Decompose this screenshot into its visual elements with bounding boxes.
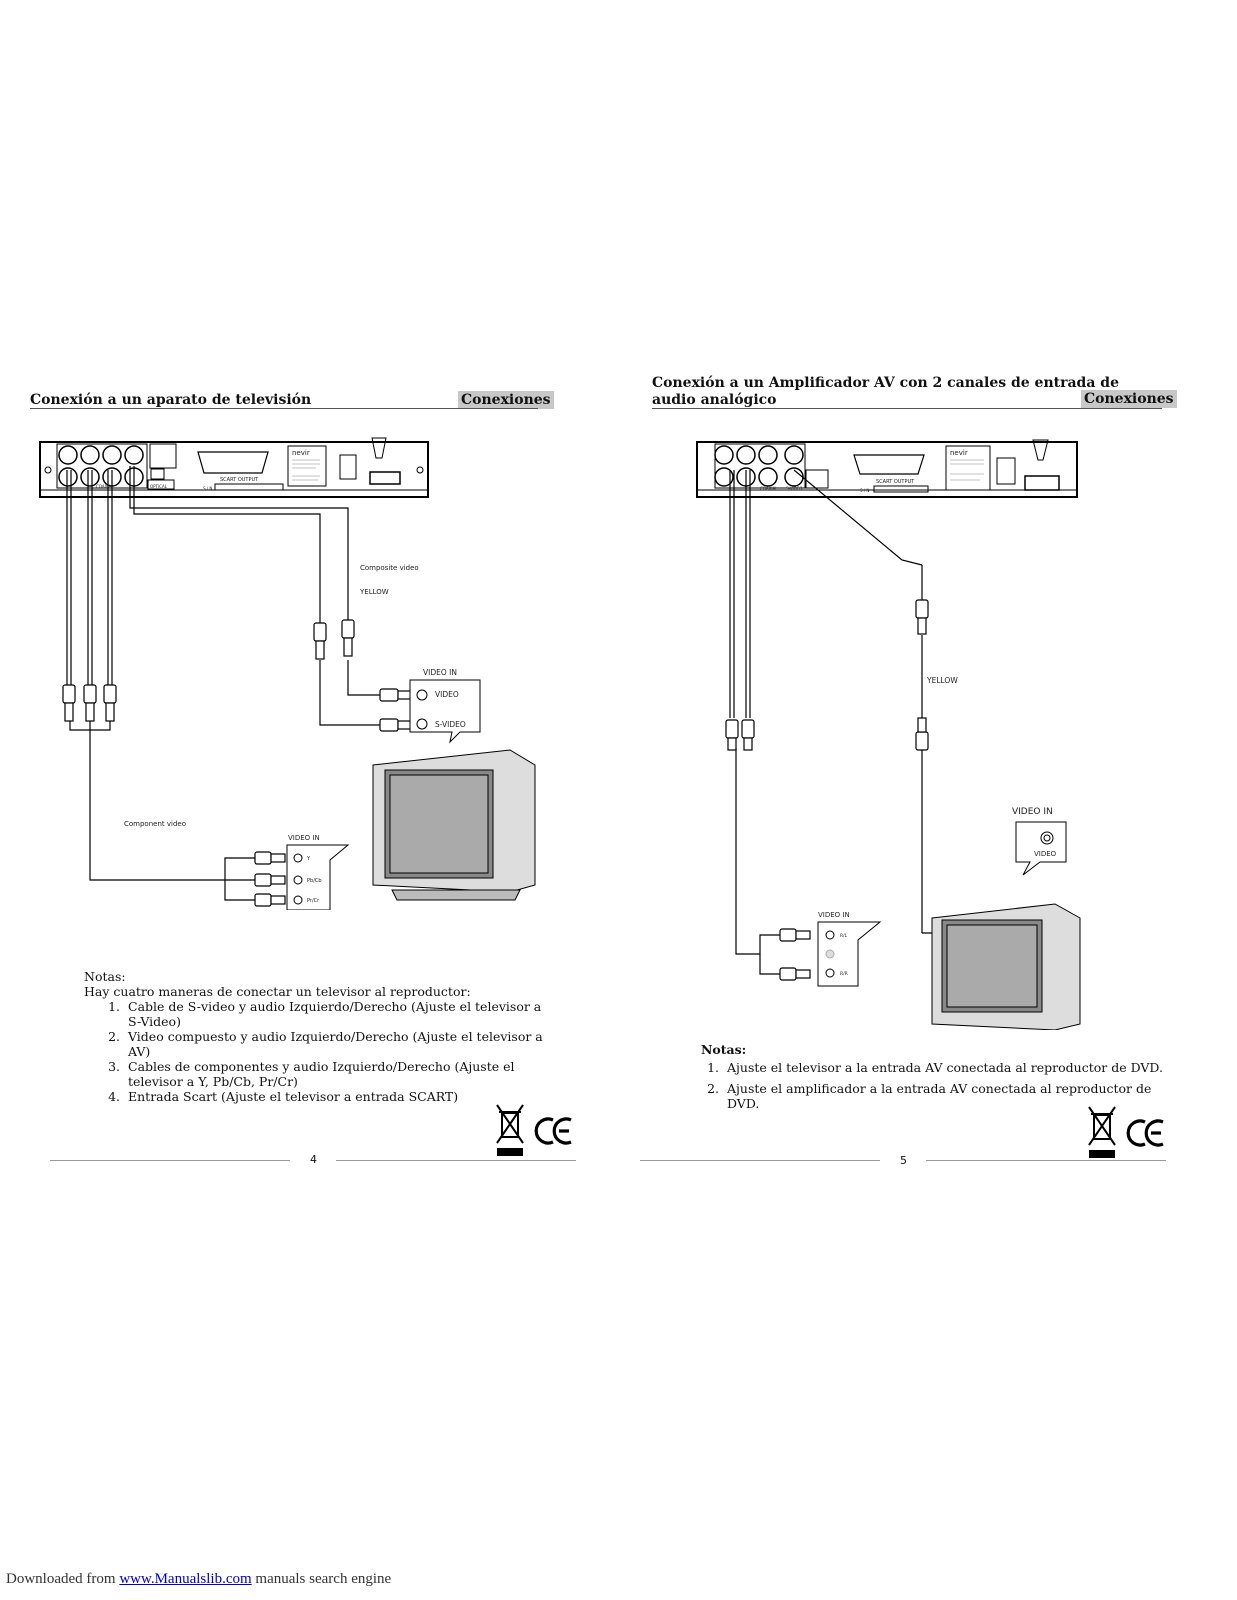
- left-page-number: 4: [310, 1153, 317, 1166]
- left-section-label: Conexiones: [458, 391, 554, 409]
- footer-suffix: manuals search engine: [251, 1571, 392, 1587]
- right-television-illustration: [931, 903, 1081, 1030]
- right-header-rule: [652, 408, 1162, 409]
- right-rca-plugs: [725, 599, 929, 981]
- left-composite-label: Composite video: [360, 564, 419, 572]
- left-footer-rule-b: [336, 1160, 576, 1161]
- right-section-label: Conexiones: [1081, 390, 1177, 408]
- manualslib-link[interactable]: www.Manualslib.com: [119, 1571, 252, 1587]
- right-sn-label: S / N: [860, 488, 869, 493]
- right-notes: Notas: Ajuste el televisor a la entrada …: [701, 1042, 1171, 1111]
- left-header-rule: [30, 408, 538, 409]
- right-note-item: Ajuste el amplificador a la entrada AV c…: [723, 1081, 1171, 1111]
- left-port-y: Y: [306, 856, 311, 862]
- left-component-in-box: VIDEO IN Y Pb/Cb Pr/Cr: [286, 834, 350, 910]
- right-footer-rule-a: [640, 1160, 880, 1161]
- right-coaxial-label: COAXIAL: [760, 486, 778, 491]
- left-compliance-marks: [496, 1104, 572, 1156]
- right-notes-list: Ajuste el televisor a la entrada AV cone…: [701, 1060, 1171, 1111]
- weee-bin-icon: [496, 1104, 524, 1156]
- weee-bin-icon: [1088, 1106, 1116, 1158]
- left-optical-label: OPTICAL: [150, 484, 168, 489]
- left-note-item: Entrada Scart (Ajuste el televisor a ent…: [124, 1089, 554, 1104]
- left-footer-rule-a: [50, 1160, 290, 1161]
- right-scart-label: SCART OUTPUT: [876, 479, 915, 485]
- left-notes-list: Cable de S-video y audio Izquierdo/Derec…: [84, 999, 554, 1104]
- right-notes-heading: Notas:: [701, 1042, 747, 1057]
- left-note-item: Cables de componentes y audio Izquierdo/…: [124, 1059, 554, 1089]
- right-tv-video-in-label: VIDEO IN: [1012, 807, 1053, 817]
- left-brand-label: nevir: [292, 449, 310, 457]
- right-cables: [729, 469, 1030, 975]
- right-amp-port-rl: R/L: [840, 933, 848, 939]
- left-cables: [66, 466, 380, 901]
- left-page-title: Conexión a un aparato de televisión: [30, 392, 312, 408]
- right-compliance-marks: [1088, 1106, 1164, 1158]
- left-sn-label: S / N: [203, 486, 212, 491]
- left-connection-diagram: COAXIAL OPTICAL SCART OUTPUT S / N nevir: [39, 437, 536, 910]
- left-component-label: Component video: [124, 820, 186, 828]
- right-brand-label: nevir: [950, 449, 968, 457]
- left-port-pb: Pb/Cb: [307, 878, 322, 884]
- dvd-back-panel: COAXIAL OPTICAL SCART OUTPUT S / N nevir: [39, 437, 429, 498]
- right-page-title-line1: Conexión a un Amplificador AV con 2 cana…: [652, 375, 1119, 391]
- left-port-pr: Pr/Cr: [307, 898, 320, 904]
- right-tv-video-in-callout: VIDEO IN VIDEO: [1012, 807, 1067, 876]
- left-component-video-in: VIDEO IN: [288, 834, 320, 842]
- right-amp-video-in-label: VIDEO IN: [818, 911, 850, 919]
- right-note-item: Ajuste el televisor a la entrada AV cone…: [723, 1060, 1171, 1075]
- left-notes: Notas: Hay cuatro maneras de conectar un…: [84, 969, 554, 1104]
- left-scart-label: SCART OUTPUT: [220, 477, 259, 483]
- right-connection-diagram: COAXIAL S-VIDEO SCART OUTPUT S / N nevir: [696, 439, 1081, 1030]
- left-yellow-label: YELLOW: [359, 588, 389, 596]
- footer-prefix: Downloaded from: [6, 1571, 120, 1587]
- left-notes-heading: Notas:: [84, 969, 126, 984]
- left-coaxial-label: COAXIAL: [96, 484, 114, 489]
- ce-mark-icon: [534, 1117, 572, 1145]
- left-notes-intro: Hay cuatro maneras de conectar un televi…: [84, 984, 471, 999]
- right-page-number: 5: [900, 1154, 907, 1167]
- left-rca-plugs: [62, 619, 415, 907]
- ce-mark-icon: [1126, 1119, 1164, 1147]
- left-video-in-callout: VIDEO IN VIDEO S-VIDEO: [409, 668, 481, 744]
- right-yellow-label: YELLOW: [926, 676, 958, 685]
- left-note-item: Video compuesto y audio Izquierdo/Derech…: [124, 1029, 554, 1059]
- left-video-in-label: VIDEO IN: [423, 668, 457, 677]
- right-footer-rule-b: [926, 1160, 1166, 1161]
- left-video-label: VIDEO: [435, 690, 459, 699]
- left-svideo-label: S-VIDEO: [435, 720, 466, 729]
- left-note-item: Cable de S-video y audio Izquierdo/Derec…: [124, 999, 554, 1029]
- right-amp-video-in-box: VIDEO IN R/L R/R: [817, 911, 882, 987]
- right-svideo-port-label: S-VIDEO: [786, 486, 802, 491]
- right-amp-port-rr: R/R: [840, 971, 848, 977]
- right-tv-video-label: VIDEO: [1034, 850, 1057, 858]
- download-footer: Downloaded from www.Manualslib.com manua…: [6, 1571, 391, 1588]
- left-television-illustration: [372, 749, 536, 901]
- dvd-back-panel: COAXIAL S-VIDEO SCART OUTPUT S / N nevir: [696, 439, 1078, 498]
- right-page-title-line2: audio analógico: [652, 392, 777, 408]
